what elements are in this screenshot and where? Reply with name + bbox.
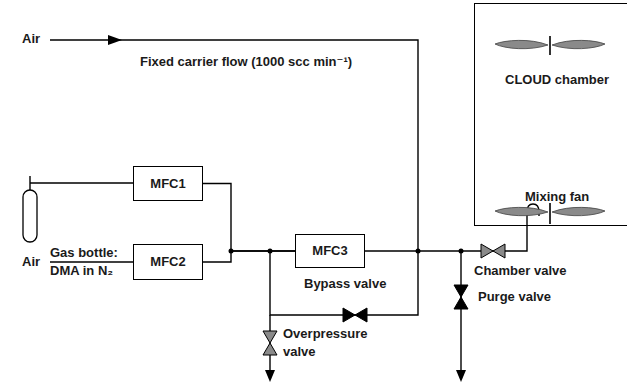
node-text: Mixing fan <box>525 189 627 205</box>
fan-hub <box>549 203 551 224</box>
part-label: Chamber valve <box>474 262 584 280</box>
fan-blade <box>552 207 605 215</box>
carrier-pipe <box>50 40 418 251</box>
gas-bottle <box>23 190 37 242</box>
fan-blade <box>495 207 548 215</box>
flow-arrow <box>456 370 466 382</box>
pipes <box>30 40 539 376</box>
label-holder: Chamber valve <box>474 262 584 280</box>
arrowheads <box>108 35 466 382</box>
node-title: MFC3 <box>312 243 347 259</box>
junction-dot <box>459 249 464 254</box>
node-title: MFC2 <box>150 254 185 270</box>
bottle-pipe <box>30 176 133 192</box>
label-holder: Bypass valve <box>304 275 404 293</box>
junction-dot <box>416 249 421 254</box>
pipe-connector <box>203 184 295 252</box>
part-label: Purge valve <box>478 288 578 306</box>
junction-dot <box>268 249 273 254</box>
label-holder: Overpressure valve <box>283 325 375 361</box>
label-holder: Purge valve <box>478 288 578 306</box>
flow-arrow <box>265 370 275 382</box>
valve-symbol <box>263 331 277 355</box>
label-holder: Fixed carrier flow (1000 scc min⁻¹) <box>140 53 400 71</box>
label-holder: Air <box>22 30 62 48</box>
connector-layer <box>203 184 527 263</box>
part-label: Fixed carrier flow (1000 scc min⁻¹) <box>140 53 400 71</box>
fan-blade <box>552 40 605 48</box>
label-holder: Gas bottle: DMA in N₂ <box>50 244 132 280</box>
node-title: CLOUD chamber <box>505 72 627 88</box>
label-holder: Air <box>22 253 62 271</box>
part-label: Gas bottle: DMA in N₂ <box>50 244 132 280</box>
air-pipe <box>50 261 133 262</box>
valve-symbol <box>343 308 367 322</box>
fan-hub <box>549 36 551 55</box>
purge-pipe <box>460 251 461 376</box>
part-label: Air <box>22 30 62 48</box>
pipe-connector <box>203 251 295 262</box>
part-label: Overpressure valve <box>283 325 375 361</box>
mfc-box: MFC2 <box>133 244 203 280</box>
mfc-box: MFC1 <box>133 166 203 201</box>
node-title: MFC1 <box>150 176 185 192</box>
junction-dot <box>229 249 234 254</box>
flow-arrow <box>108 35 122 45</box>
fan-blade <box>495 40 548 48</box>
mfc-box: MFC3 <box>295 234 365 268</box>
part-label: Air <box>22 253 62 271</box>
chamber-box: CLOUD chamberMixing fan <box>474 3 627 226</box>
valve-symbol <box>454 285 468 309</box>
valve-symbol <box>481 244 505 258</box>
part-label: Bypass valve <box>304 275 404 293</box>
